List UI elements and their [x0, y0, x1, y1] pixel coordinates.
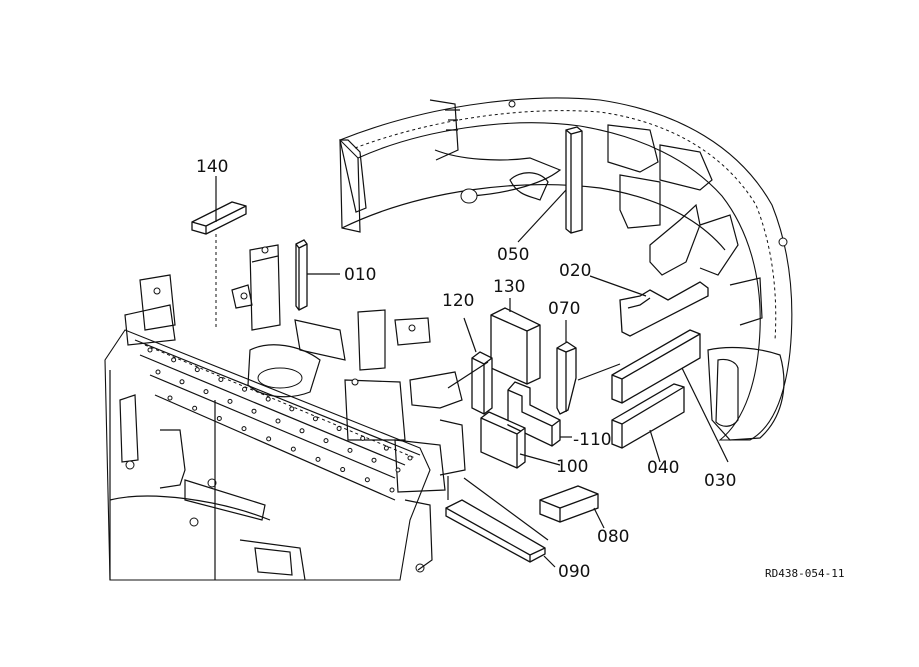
callout-120: 120 [442, 291, 474, 311]
bolt-hole [179, 379, 185, 385]
part-030[interactable] [611, 329, 701, 404]
part-010[interactable] [295, 239, 308, 311]
bolt-hole [192, 405, 198, 411]
part-130[interactable] [490, 307, 541, 385]
callout-130: 130 [493, 277, 525, 297]
bolt-hole [383, 445, 389, 451]
callout-070: 070 [548, 299, 580, 319]
bolt-hole [290, 446, 296, 452]
part-110[interactable] [507, 381, 561, 447]
bolt-hole [203, 389, 209, 395]
bolt-hole [315, 456, 321, 462]
bolt-hole [241, 426, 247, 432]
counterweight [339, 97, 793, 441]
bolt-hole [364, 477, 370, 483]
callout-100: 100 [556, 457, 588, 477]
part-100[interactable] [480, 411, 526, 469]
bolt-hole [371, 457, 377, 463]
bolt-hole [218, 376, 224, 382]
bolt-hole [216, 415, 222, 421]
bolt-hole [155, 369, 161, 375]
bolt-hole [171, 357, 177, 363]
part-020[interactable] [619, 281, 709, 337]
leader-lines [215, 176, 729, 568]
callout-090: 090 [558, 562, 590, 582]
bolt-hole [340, 467, 346, 473]
part-120[interactable] [471, 351, 493, 415]
callout-030: 030 [704, 471, 736, 491]
callout-020: 020 [559, 261, 591, 281]
bolt-hole [336, 426, 342, 432]
callout-040: 040 [647, 458, 679, 478]
bolt-hole [147, 347, 153, 353]
bolt-hole [266, 436, 272, 442]
drawing-reference-code: RD438-054-11 [765, 567, 844, 580]
bolt-hole [323, 438, 329, 444]
main-frame [104, 244, 466, 581]
bolt-hole [227, 398, 233, 404]
frame-bolt-holes [147, 347, 413, 493]
bolt-hole [407, 455, 413, 461]
bolt-hole [265, 396, 271, 402]
bolt-hole [275, 418, 281, 424]
callout-080: 080 [597, 527, 629, 547]
bolt-hole [347, 447, 353, 453]
bolt-hole [289, 406, 295, 412]
bolt-hole [251, 408, 257, 414]
bolt-hole [360, 435, 366, 441]
part-140[interactable] [191, 201, 247, 235]
bolt-hole [312, 416, 318, 422]
part-080[interactable] [539, 485, 599, 523]
part-040[interactable] [611, 383, 685, 449]
bolt-hole [167, 395, 173, 401]
callout-110: -110 [573, 430, 612, 450]
part-050[interactable] [565, 126, 583, 234]
bolt-hole [242, 386, 248, 392]
bolt-hole [194, 367, 200, 373]
bolt-hole [395, 467, 401, 473]
callout-140: 140 [196, 157, 228, 177]
callout-050: 050 [497, 245, 529, 265]
bolt-hole [299, 428, 305, 434]
callout-010: 010 [344, 265, 376, 285]
bolt-hole [389, 487, 395, 493]
part-090[interactable] [445, 499, 546, 563]
part-070[interactable] [556, 341, 577, 415]
